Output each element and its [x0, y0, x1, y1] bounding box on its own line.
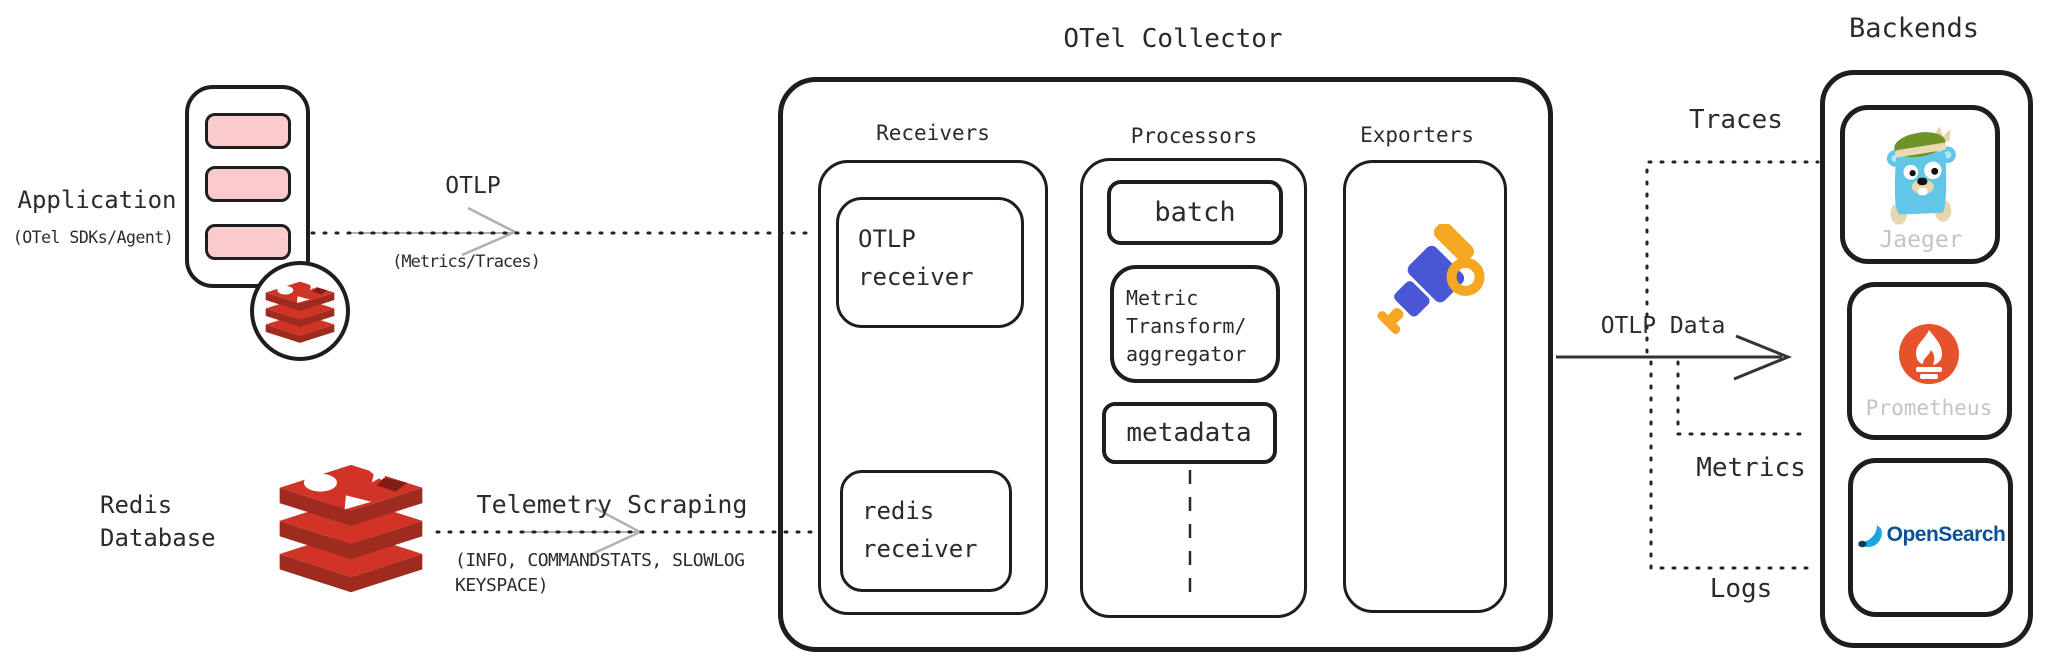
- server-slot-bar: [205, 224, 291, 260]
- redis-receiver-box: [840, 470, 1012, 592]
- jaeger-backend-label: Jaeger: [1879, 227, 1963, 253]
- opensearch-swirl-icon: [1858, 525, 1882, 548]
- logs-branch-label: Logs: [1709, 574, 1773, 604]
- redis-database-icon: [279, 458, 423, 593]
- collector-title: OTel Collector: [1063, 24, 1283, 54]
- traces-branch-label: Traces: [1689, 105, 1783, 135]
- server-slot-bar: [205, 166, 291, 202]
- exporters-column-label: Exporters: [1360, 123, 1474, 147]
- telemetry-scraping-sublabel: (INFO, COMMANDSTATS, SLOWLOG KEYSPACE): [455, 550, 745, 596]
- application-sublabel: (OTel SDKs/Agent): [12, 228, 174, 247]
- jaeger-backend-box: [1840, 105, 2000, 264]
- jaeger-gopher-icon: [1886, 126, 1956, 225]
- batch-processor-box: [1107, 180, 1283, 245]
- otlp-receiver-box: [836, 197, 1024, 328]
- otlp-receiver-label: OTLP receiver: [858, 225, 974, 291]
- metadata-processor-label: metadata: [1126, 418, 1252, 448]
- backends-box: [1820, 70, 2033, 648]
- metric-transform-processor-label: Metric Transform/ aggregator: [1126, 286, 1247, 366]
- processors-column-label: Processors: [1130, 124, 1258, 148]
- opensearch-logo-row: OpenSearch: [1857, 522, 2006, 548]
- redis-icon: [265, 278, 335, 343]
- receivers-column-label: Receivers: [876, 121, 990, 145]
- exporters-column: [1343, 160, 1507, 613]
- prometheus-backend-box: [1847, 282, 2012, 440]
- redis-receiver-label: redis receiver: [862, 497, 978, 563]
- telemetry-scraping-label: Telemetry Scraping: [476, 490, 748, 519]
- server-slot-bar: [205, 113, 291, 149]
- application-label: Application: [17, 186, 177, 214]
- redis-database-label: Redis Database: [100, 491, 216, 552]
- backends-title: Backends: [1848, 13, 1980, 44]
- otlp-arrow-sublabel: (Metrics/Traces): [392, 252, 541, 272]
- telescope-icon: [1377, 224, 1485, 334]
- prometheus-flame-icon: [1899, 324, 1959, 384]
- opensearch-backend-label: OpenSearch: [1886, 523, 2006, 546]
- metrics-branch-label: Metrics: [1696, 453, 1806, 483]
- receivers-column: [818, 160, 1048, 615]
- otlp-arrow-label: OTLP: [445, 173, 501, 199]
- application-server-shape: [185, 85, 310, 288]
- otel-collector-box: [778, 77, 1553, 652]
- metadata-processor-box: [1102, 402, 1277, 464]
- processors-column: [1080, 158, 1307, 618]
- otlp-data-arrow-label: OTLP Data: [1600, 313, 1726, 339]
- batch-processor-label: batch: [1154, 197, 1236, 228]
- prometheus-backend-label: Prometheus: [1865, 396, 1993, 420]
- opensearch-backend-box: [1848, 458, 2013, 617]
- metric-transform-processor-box: [1110, 265, 1280, 383]
